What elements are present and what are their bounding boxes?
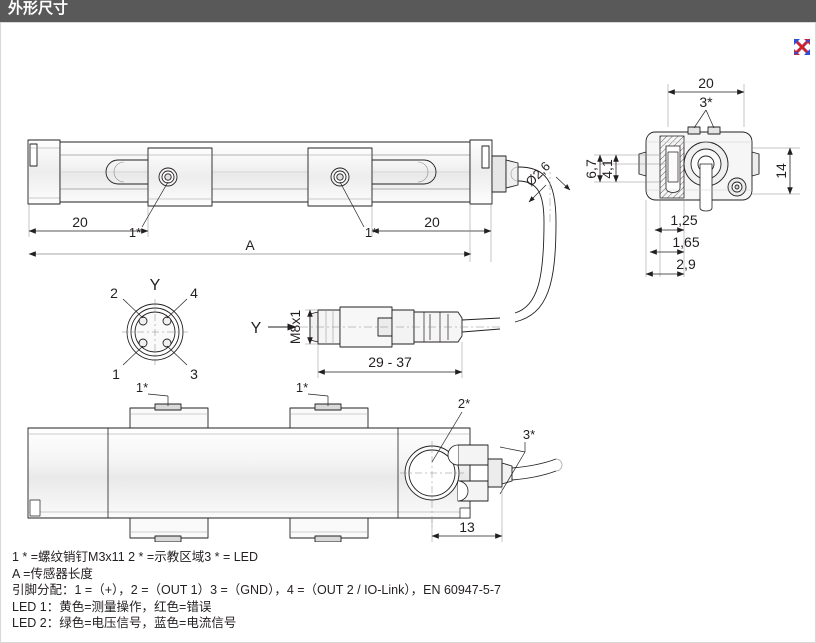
dim-cs-1-25: 1,25 [670, 212, 697, 228]
dim-overall-A: A [245, 237, 255, 253]
footnote-line-5: LED 2：绿色=电压信号，蓝色=电流信号 [12, 616, 237, 630]
page-title: 外形尺寸 [8, 0, 69, 17]
dim-cable-diameter: Ø2,6 [523, 159, 554, 190]
side-elevation-view [27, 139, 571, 323]
dim-cs-1-65: 1,65 [672, 234, 699, 250]
dim-cs-4-1: 4,1 [599, 159, 615, 179]
dim-teach-offset-13: 13 [459, 519, 475, 535]
pin-1-label: 1 [112, 366, 120, 382]
dim-cs-2-9: 2,9 [676, 256, 696, 272]
footnote-line-1: 1 * =螺纹销钉M3x11 2 * =示教区域3 * = LED [12, 550, 259, 564]
footnote-line-3: 引脚分配：1 =（+），2 =（OUT 1）3 =（GND），4 =（OUT 2… [12, 583, 501, 597]
pin-3-label: 3 [190, 366, 198, 382]
expand-arrows-icon[interactable] [792, 37, 812, 57]
callout-teach-zone: 2* [458, 396, 470, 411]
technical-drawing: 20 20 A 1* 1* Ø2,6 20 14 6,7 4,1 1,25 1,… [27, 75, 800, 542]
top-plan-view [27, 393, 563, 542]
dim-cs-height-14: 14 [773, 163, 789, 179]
connector-length-label: 29 - 37 [368, 354, 412, 370]
callout-cs-led: 3* [699, 94, 713, 110]
callout-screw-right: 1* [365, 225, 377, 240]
dim-left-20: 20 [72, 214, 88, 230]
pin-2-label: 2 [110, 285, 118, 301]
footnote-line-4: LED 1：黄色=测量操作，红色=错误 [12, 599, 212, 614]
connector-side-view [268, 306, 501, 378]
footnote-line-2: A =传感器长度 [12, 566, 93, 581]
dim-cs-6-7: 6,7 [583, 159, 599, 179]
connector-view-arrow-label: Y [251, 320, 262, 337]
pinout-view-label: Y [150, 277, 161, 294]
pin-4-label: 4 [190, 285, 198, 301]
dim-right-20: 20 [424, 214, 440, 230]
connector-thread-label: M8x1 [287, 310, 303, 344]
connector-pinout-view [122, 298, 188, 366]
callout-screw-left: 1* [129, 225, 141, 240]
cross-section-view [594, 84, 800, 277]
page-header-bar: 外形尺寸 [0, 0, 816, 22]
callout-top-screw-right: 1* [296, 380, 308, 395]
dim-cs-width-20: 20 [698, 75, 714, 91]
callout-top-led: 3* [523, 427, 535, 442]
footnotes-block: 1 * =螺纹销钉M3x11 2 * =示教区域3 * = LED A =传感器… [12, 549, 802, 632]
callout-top-screw-left: 1* [136, 380, 148, 395]
